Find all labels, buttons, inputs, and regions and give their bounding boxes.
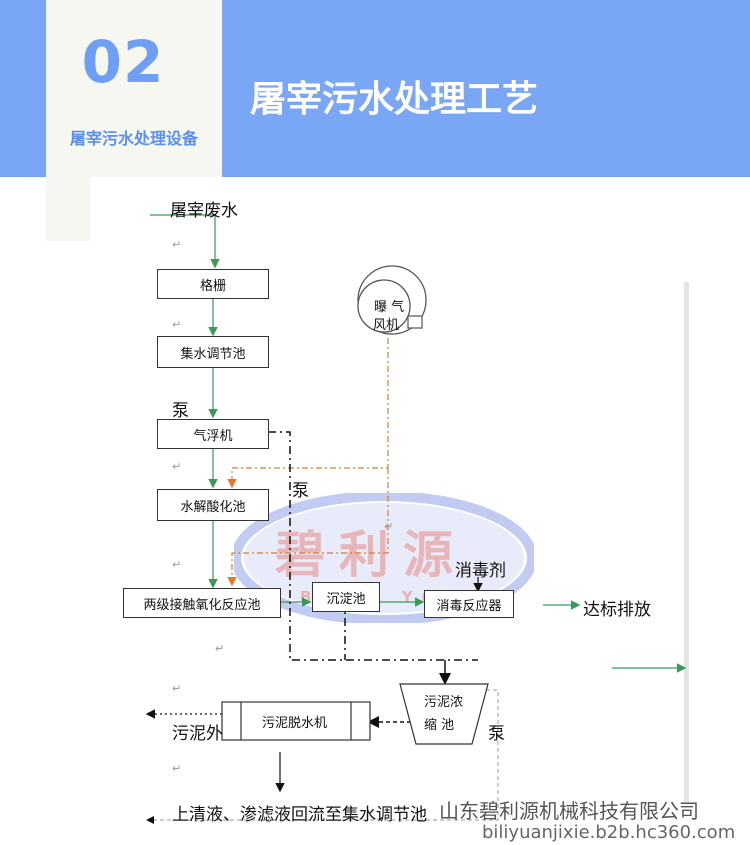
right-divider bbox=[684, 282, 689, 802]
sludge-dewatering-label: 污泥脱水机 bbox=[262, 716, 328, 731]
website-url: biliyuanjixie.b2b.hc360.com bbox=[482, 822, 736, 843]
return-mark: ↵ bbox=[384, 520, 394, 533]
grating-box: 格栅 bbox=[157, 269, 269, 299]
return-mark: ↵ bbox=[172, 762, 182, 775]
pump-label-2: 泵 bbox=[292, 481, 309, 501]
company-name: 山东碧利源机械科技有限公司 bbox=[439, 799, 699, 823]
return-mark: ↵ bbox=[172, 460, 182, 473]
disinfectant-label: 消毒剂 bbox=[455, 561, 506, 581]
discharge-label: 达标排放 bbox=[583, 600, 651, 620]
section-number-box bbox=[46, 0, 222, 177]
collection-tank-box: 集水调节池 bbox=[157, 336, 269, 368]
watermark-brand: 碧利源 bbox=[275, 525, 467, 584]
return-mark: ↵ bbox=[172, 682, 182, 695]
page-title: 屠宰污水处理工艺 bbox=[250, 79, 539, 120]
tab-extension bbox=[46, 177, 90, 241]
sludge-out-label: 污泥外 bbox=[172, 724, 223, 744]
section-subtitle: 屠宰污水处理设备 bbox=[69, 129, 198, 148]
disinfection-reactor-box: 消毒反应器 bbox=[424, 590, 514, 618]
return-mark: ↵ bbox=[215, 642, 225, 655]
air-flotation-box: 气浮机 bbox=[157, 419, 269, 449]
return-flow-label: 上清液、渗滤液回流至集水调节池 bbox=[172, 805, 427, 825]
sludge-thickener-label-1: 污泥浓 bbox=[424, 695, 464, 710]
blower-label-1: 曝 气 bbox=[374, 300, 405, 315]
section-number: 02 bbox=[81, 28, 165, 96]
return-mark: ↵ bbox=[172, 318, 182, 331]
contact-oxidation-box: 两级接触氧化反应池 bbox=[123, 588, 281, 618]
hydrolysis-box: 水解酸化池 bbox=[157, 489, 269, 521]
pump-label-3: 泵 bbox=[488, 724, 505, 744]
sludge-thickener-label-2: 缩 池 bbox=[424, 718, 455, 733]
return-mark: ↵ bbox=[172, 238, 182, 251]
pump-label-1: 泵 bbox=[172, 401, 189, 421]
source-label: 屠宰废水 bbox=[170, 201, 238, 221]
blower-label-2: 风机 bbox=[373, 318, 400, 333]
return-mark: ↵ bbox=[172, 558, 182, 571]
dewatering-shape bbox=[221, 701, 371, 741]
sedimentation-box: 沉淀池 bbox=[312, 582, 380, 612]
sludge-thickener-shape bbox=[399, 683, 489, 745]
